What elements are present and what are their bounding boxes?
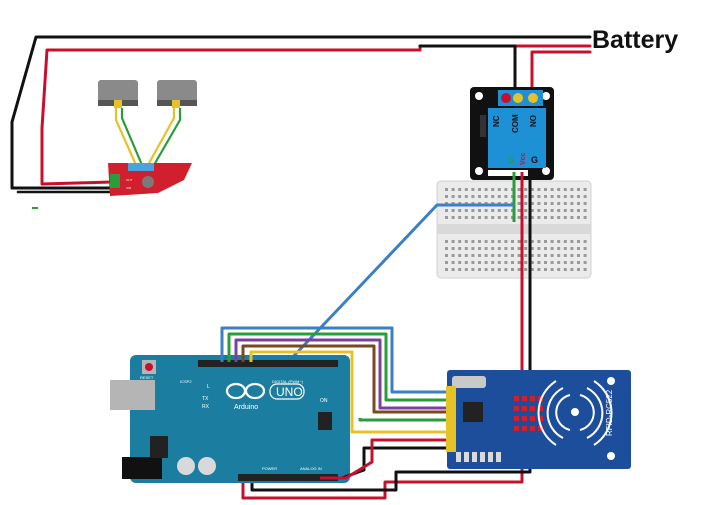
label-rx: RX: [202, 404, 210, 410]
relay-module: NC COM NO S Vcc G: [470, 87, 554, 180]
wire-purple-spi: [234, 338, 452, 410]
relay-no-red-wire: [530, 50, 592, 97]
label-tx: TX: [202, 396, 209, 402]
wire-red-vcc: [320, 438, 452, 480]
label-digital: DIGITAL (PWM~): [272, 379, 304, 384]
battery-wires: [10, 35, 592, 194]
relay-pin-nc: NC: [492, 115, 501, 127]
label-icsp: ICSP2: [180, 379, 192, 384]
relay-pin-no: NO: [529, 115, 538, 127]
label-analog: ANALOG IN: [300, 466, 322, 471]
arduino-logo-text: Arduino: [234, 404, 258, 411]
battery-black-wire: [10, 35, 592, 190]
arduino-uno: UNO Arduino L TX RX ON ICSP2 RESET DIGIT…: [110, 355, 350, 483]
label-on: ON: [320, 398, 328, 404]
wire-yellow-spi: [249, 350, 452, 434]
usb-port: [110, 380, 155, 410]
svg-text:VIN: VIN: [126, 186, 131, 190]
relay-pin-vcc: Vcc: [520, 152, 527, 165]
rfid-reader: RFID-RC522: [446, 370, 631, 469]
solenoid-lock: OUT VIN: [98, 80, 197, 196]
wire-green-spi: [227, 332, 452, 402]
wire-blue-spi: [220, 326, 452, 394]
battery-label: Battery: [592, 26, 679, 54]
label-power: POWER: [262, 466, 277, 471]
arduino-logo-uno: UNO: [276, 385, 303, 399]
label-reset: RESET: [140, 375, 154, 380]
relay-pin-s: S: [508, 155, 514, 165]
power-jack: [122, 457, 162, 479]
rfid-label: RFID-RC522: [605, 389, 614, 436]
relay-component: [488, 108, 546, 168]
wire-brown-spi: [241, 344, 452, 414]
relay-signal-blue-wire: [288, 203, 514, 362]
coil-right: [157, 80, 197, 104]
wire-green-rst: [358, 418, 452, 422]
relay-com-black-wire: [418, 44, 517, 97]
relay-pin-g: G: [531, 155, 538, 165]
label-l: L: [207, 384, 210, 390]
svg-text:OUT: OUT: [126, 178, 133, 182]
power-header: [238, 474, 338, 481]
relay-pin-com: COM: [511, 114, 520, 133]
coil-left: [98, 80, 138, 104]
spi-wires: [220, 326, 452, 480]
digital-header: [198, 360, 338, 367]
arduino-board: [130, 355, 350, 483]
